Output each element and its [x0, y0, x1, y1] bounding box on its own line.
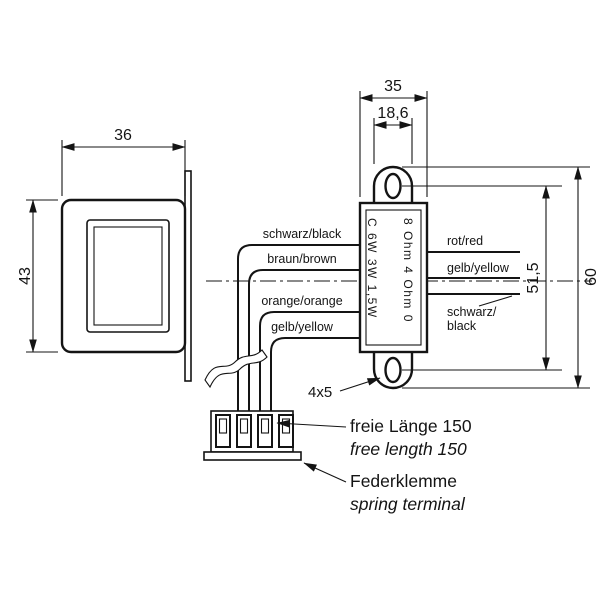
wire-label-yellow: gelb/yellow	[271, 320, 334, 334]
wire-black	[237, 244, 360, 413]
left-wires	[237, 244, 360, 413]
transformer-power-marking: C 6W 3W 1,5W	[365, 218, 379, 319]
top-slot-hole	[384, 172, 402, 200]
terminal-leader	[303, 462, 347, 483]
speaker-inner-frame	[86, 219, 170, 333]
dim-body-width-value: 35	[384, 78, 402, 95]
transformer-impedance-marking: 8 Ohm 4 Ohm 0	[401, 218, 415, 323]
break-mark	[204, 349, 268, 389]
speaker-body-outline	[60, 198, 187, 354]
wire-label-black-right-line1: schwarz/	[447, 305, 497, 319]
spring-terminal-block	[203, 410, 302, 461]
wire-orange	[259, 311, 360, 413]
terminal-slot-3	[260, 418, 270, 434]
dimension-body-width	[359, 91, 428, 197]
dim-total-height-value: 60	[583, 268, 600, 286]
wire-yellow	[270, 337, 360, 413]
dim-front-width-value: 36	[114, 127, 132, 144]
terminal-1	[215, 414, 231, 448]
dimension-front-width	[61, 140, 186, 196]
dimension-tab-width	[373, 118, 413, 164]
note-free-length-en: free length 150	[350, 439, 467, 459]
terminal-slot-2	[239, 418, 249, 434]
wire-label-black: schwarz/black	[263, 227, 342, 241]
black-wire-leader	[478, 295, 513, 307]
dim-tab-width-value: 18,6	[377, 105, 408, 122]
speaker-membrane	[93, 226, 163, 326]
terminal-3	[257, 414, 273, 448]
slot-size-label: 4x5	[308, 384, 332, 401]
dimension-front-height	[26, 199, 58, 353]
dimension-hole-pitch	[402, 185, 562, 371]
terminal-slot-1	[218, 418, 228, 434]
wire-label-red: rot/red	[447, 234, 483, 248]
wire-label-brown: braun/brown	[267, 252, 337, 266]
dim-hole-pitch-value: 51,5	[525, 262, 542, 293]
transformer-label-plate	[365, 209, 422, 346]
note-terminal-de: Federklemme	[350, 471, 457, 491]
bottom-slot-hole	[384, 356, 402, 384]
wire-label-yellow-right: gelb/yellow	[447, 261, 510, 275]
dim-front-height-value: 43	[17, 267, 34, 285]
dimension-total-height	[402, 166, 590, 389]
wire-brown	[248, 269, 360, 413]
wire-label-black-right-line2: black	[447, 319, 477, 333]
free-length-leader	[276, 419, 347, 428]
wire-label-orange: orange/orange	[261, 294, 342, 308]
terminal-4	[278, 414, 294, 448]
terminal-base	[203, 451, 302, 461]
front-view	[60, 170, 192, 382]
transformer-body	[358, 201, 429, 354]
note-terminal-en: spring terminal	[350, 494, 466, 514]
transformer-view	[358, 165, 429, 390]
note-free-length-de: freie Länge 150	[350, 416, 472, 436]
slot-size-leader	[339, 377, 381, 392]
right-wires	[427, 251, 520, 295]
terminal-2	[236, 414, 252, 448]
